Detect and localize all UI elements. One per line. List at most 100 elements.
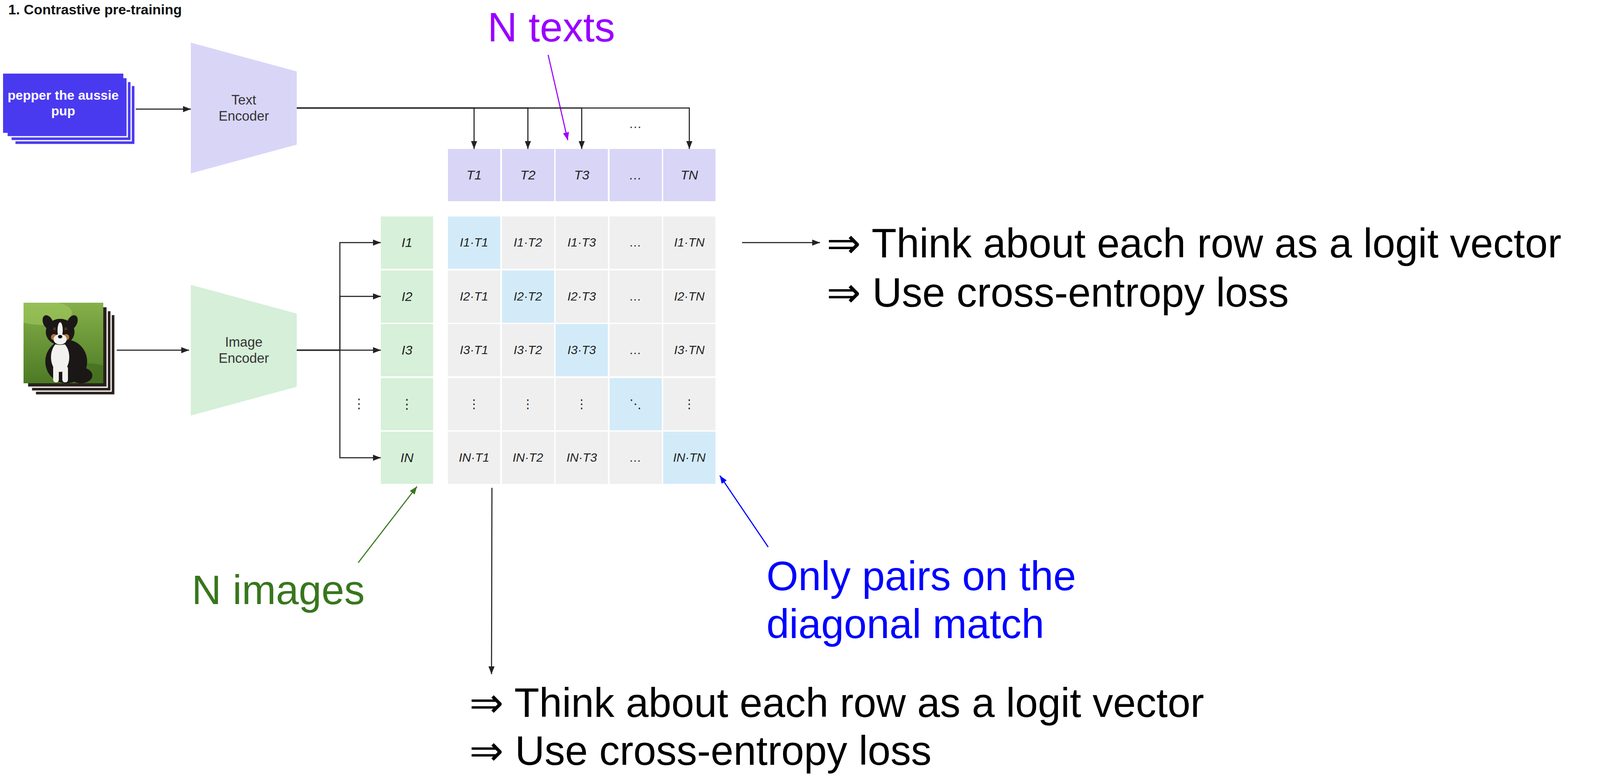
matrix-cell: I1·TN bbox=[663, 216, 716, 269]
node-face: ⋮ bbox=[380, 378, 434, 431]
annotation-text: ⇒ Think about each row as a logit vector bbox=[469, 679, 1204, 728]
matrix-cell: I3·TN bbox=[663, 324, 716, 377]
connector-arrow bbox=[296, 242, 381, 351]
similarity-cell: I2·T3 bbox=[567, 289, 596, 305]
node-face: Text Encoder bbox=[190, 42, 297, 174]
annotation-text: ⇒ Use cross-entropy loss bbox=[826, 268, 1289, 317]
matrix-cell: … bbox=[609, 216, 662, 269]
label-wrap: … bbox=[609, 115, 662, 132]
label-wrap: ⋮ bbox=[345, 396, 373, 412]
matrix-cell: I1·T3 bbox=[555, 216, 608, 269]
node-face: … bbox=[609, 149, 662, 202]
node-label: Image Encoder bbox=[211, 334, 277, 367]
node-label: IN bbox=[400, 450, 414, 466]
note-arrow bbox=[742, 242, 821, 244]
node-face: I3 bbox=[380, 324, 434, 377]
dog-nose bbox=[57, 335, 63, 339]
node-face: pepper the aussie pup bbox=[3, 73, 124, 133]
text-card bbox=[3, 73, 124, 133]
label-wrap: ⇒ Think about each row as a logit vector bbox=[826, 219, 1562, 268]
similarity-cell: I2·TN bbox=[674, 289, 705, 305]
node-label: T3 bbox=[573, 167, 590, 184]
matrix-cell: IN·T3 bbox=[555, 431, 608, 485]
matrix-cell: I2·T2 bbox=[501, 270, 555, 323]
similarity-cell: I3·TN bbox=[674, 342, 705, 358]
text-embedding-cell: TN bbox=[663, 149, 716, 202]
matrix-cell: I2·TN bbox=[663, 270, 716, 323]
image-encoder: Image Encoder bbox=[190, 284, 297, 416]
similarity-cell: IN·T2 bbox=[512, 450, 544, 466]
node-label: Text Encoder bbox=[211, 91, 277, 125]
similarity-cell: ⋮ bbox=[575, 396, 588, 412]
connector-arrow bbox=[135, 108, 191, 110]
matrix-cell: I2·T3 bbox=[555, 270, 608, 323]
matrix-cell: IN·TN bbox=[663, 431, 716, 485]
dog-photo bbox=[23, 302, 104, 384]
matrix-cell: … bbox=[609, 431, 662, 485]
node-face: IN bbox=[380, 431, 434, 485]
similarity-cell: ⋮ bbox=[467, 396, 481, 412]
similarity-cell: I1·TN bbox=[674, 235, 705, 251]
similarity-cell: I2·T1 bbox=[459, 289, 489, 305]
similarity-cell: I3·T3 bbox=[567, 342, 596, 358]
node-label: pepper the aussie pup bbox=[3, 87, 124, 119]
similarity-cell: I3·T2 bbox=[513, 342, 543, 358]
dog-leg bbox=[62, 366, 68, 383]
node-label: ⋮ bbox=[400, 396, 414, 413]
note-arrow bbox=[491, 488, 492, 675]
similarity-cell: ⋮ bbox=[683, 396, 696, 412]
matrix-cell: I3·T3 bbox=[555, 324, 608, 377]
similarity-cell: I3·T1 bbox=[459, 342, 489, 358]
annotation-text: N texts bbox=[487, 3, 616, 52]
node-label: TN bbox=[680, 167, 699, 184]
matrix-cell: IN·T1 bbox=[447, 431, 501, 485]
similarity-cell: I1·T2 bbox=[513, 235, 543, 251]
similarity-cell: I1·T1 bbox=[459, 235, 489, 251]
matrix-cell: ⋱ bbox=[609, 378, 662, 431]
similarity-cell: ⋮ bbox=[522, 396, 535, 412]
title-wrap: 1. Contrastive pre-training bbox=[8, 1, 182, 18]
matrix-cell: … bbox=[609, 270, 662, 323]
leader-line bbox=[719, 475, 769, 548]
matrix-cell: ⋮ bbox=[663, 378, 716, 431]
leader-line bbox=[548, 54, 568, 141]
label-wrap: N texts bbox=[487, 3, 616, 52]
node-face: T1 bbox=[447, 149, 501, 202]
connector-arrow bbox=[296, 108, 690, 150]
text-embedding-cell: T1 bbox=[447, 149, 501, 202]
encoder-trapezoid bbox=[190, 42, 297, 174]
similarity-cell: … bbox=[629, 450, 642, 466]
node-face: I1 bbox=[380, 216, 434, 269]
image-embedding-cell: IN bbox=[380, 431, 434, 485]
annotation-text: Only pairs on the diagonal match bbox=[766, 552, 1098, 649]
matrix-cell: ⋮ bbox=[447, 378, 501, 431]
text-card-stack: pepper the aussie pup bbox=[3, 73, 136, 145]
similarity-cell: … bbox=[629, 342, 642, 358]
node-label: … bbox=[629, 167, 643, 184]
node-outline bbox=[190, 42, 297, 174]
dog-muzzle bbox=[53, 334, 67, 345]
matrix-cell: ⋮ bbox=[501, 378, 555, 431]
input-arrow bbox=[116, 349, 190, 352]
matrix-cell: I2·T1 bbox=[447, 270, 501, 323]
image-embedding-cell: ⋮ bbox=[380, 378, 434, 431]
matrix-cell: I1·T1 bbox=[447, 216, 501, 269]
label-wrap: ⇒ Use cross-entropy loss bbox=[826, 268, 1289, 317]
text-encoder: Text Encoder bbox=[190, 42, 297, 174]
similarity-cell: … bbox=[629, 289, 642, 305]
dog-eye bbox=[53, 327, 57, 331]
annotation-text: ⇒ Think about each row as a logit vector bbox=[826, 219, 1562, 268]
similarity-cell: I2·T2 bbox=[513, 289, 543, 305]
label-wrap: N images bbox=[191, 566, 365, 615]
image-embedding-cell: I3 bbox=[380, 324, 434, 377]
matrix-cell: I3·T1 bbox=[447, 324, 501, 377]
image-embedding-cell: I2 bbox=[380, 270, 434, 323]
dog-head bbox=[45, 318, 75, 346]
matrix-cell: I3·T2 bbox=[501, 324, 555, 377]
text-embedding-cell: … bbox=[609, 149, 662, 202]
connector-arrow bbox=[296, 296, 381, 351]
similarity-cell: IN·T3 bbox=[566, 450, 597, 466]
node-label: T1 bbox=[466, 167, 482, 184]
similarity-cell: ⋱ bbox=[629, 396, 642, 412]
